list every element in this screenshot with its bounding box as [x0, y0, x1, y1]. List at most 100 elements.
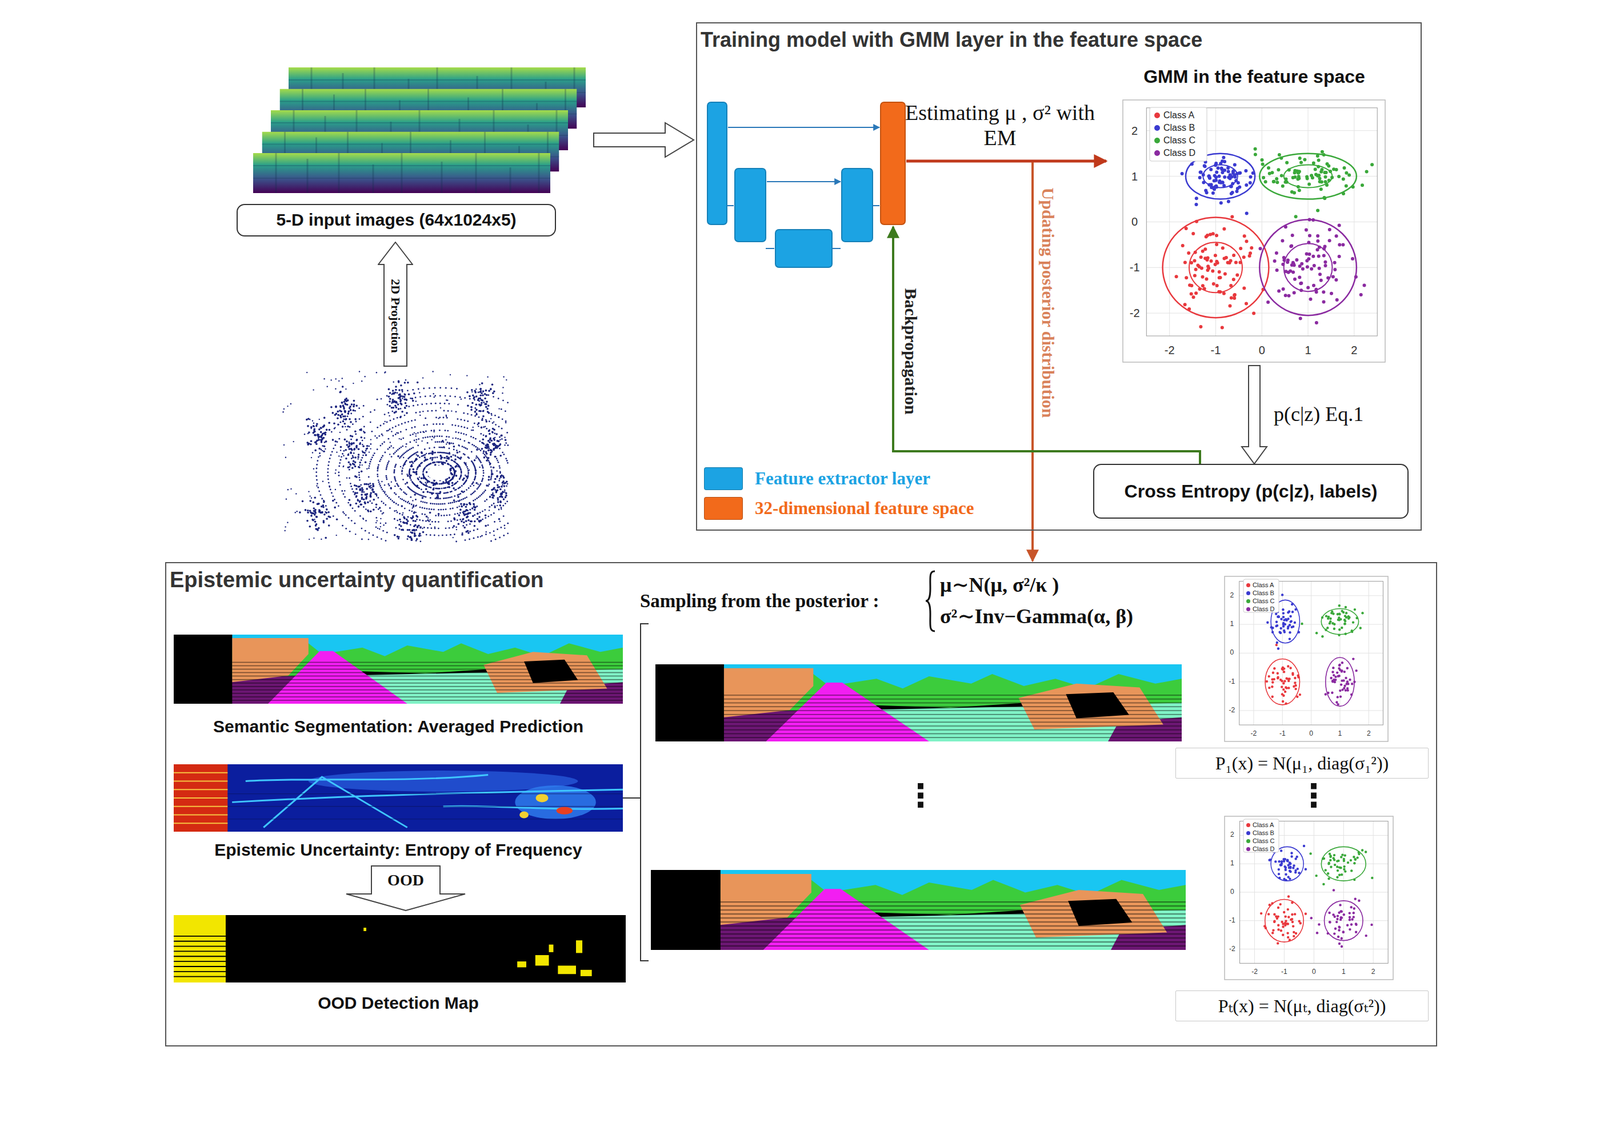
layer-link: [765, 248, 775, 250]
point: [360, 470, 363, 474]
point: [446, 441, 449, 444]
point: [315, 442, 318, 446]
point: [485, 446, 488, 450]
point: [473, 422, 476, 425]
point: [354, 433, 357, 436]
point: [401, 397, 403, 399]
point: [375, 517, 378, 519]
point: [409, 441, 412, 444]
point: [364, 437, 366, 440]
point: [484, 454, 486, 456]
point: [412, 520, 415, 523]
point: [283, 444, 285, 446]
point: [476, 518, 479, 521]
point: [445, 460, 448, 463]
point: [437, 514, 440, 517]
point: [316, 440, 319, 443]
point: [455, 410, 458, 413]
point: [498, 467, 501, 470]
point: [464, 539, 467, 542]
point: [326, 472, 329, 474]
point: [482, 467, 484, 470]
point: [345, 514, 347, 516]
point: [414, 397, 417, 399]
point: [458, 514, 461, 517]
point: [410, 461, 414, 464]
point: [354, 461, 357, 464]
point: [456, 513, 459, 515]
point: [500, 506, 503, 509]
point: [335, 413, 338, 416]
point: [501, 484, 503, 486]
point: [350, 448, 353, 451]
point: [375, 493, 378, 496]
point: [362, 416, 364, 418]
point: [447, 521, 450, 523]
point: [450, 496, 453, 499]
point: [355, 439, 358, 442]
point: [406, 538, 409, 540]
point: [498, 537, 501, 539]
point: [394, 389, 398, 392]
point: [340, 421, 342, 424]
bracket-link: [622, 797, 641, 799]
point: [386, 465, 388, 468]
point: [460, 426, 463, 428]
point: [400, 438, 403, 441]
point: [489, 496, 492, 499]
point: [465, 504, 468, 507]
point: [430, 527, 433, 530]
point: [411, 481, 414, 483]
feature-layer: [775, 229, 832, 268]
point: [499, 504, 502, 507]
point: [424, 466, 426, 469]
point: [394, 466, 396, 468]
point: [340, 459, 342, 462]
point: [487, 449, 490, 452]
point: [474, 446, 477, 448]
point: [368, 532, 371, 535]
point: [398, 448, 401, 450]
point: [490, 471, 493, 474]
point: [332, 448, 335, 450]
point: [484, 397, 487, 400]
point: [494, 478, 497, 481]
point: [497, 486, 500, 489]
point: [401, 469, 403, 472]
point: [422, 388, 425, 390]
point: [448, 527, 451, 530]
point: [493, 530, 495, 533]
point: [466, 413, 469, 415]
point: [453, 499, 456, 502]
point: [429, 502, 432, 505]
point: [463, 514, 466, 517]
point: [489, 437, 492, 440]
point: [434, 452, 436, 454]
point: [446, 463, 449, 466]
point: [478, 516, 481, 519]
point: [429, 463, 432, 466]
point: [352, 423, 354, 426]
point: [489, 449, 492, 452]
point: [308, 442, 311, 446]
point: [284, 526, 286, 528]
point: [416, 470, 418, 473]
point: [346, 444, 349, 447]
point: [422, 531, 425, 534]
point: [481, 479, 484, 482]
point: [320, 449, 323, 451]
point: [402, 478, 404, 481]
point: [457, 496, 460, 499]
point: [499, 439, 501, 441]
point: [314, 449, 317, 452]
point: [412, 400, 415, 403]
point: [391, 500, 394, 502]
point: [393, 534, 396, 537]
point: [456, 506, 459, 509]
point: [399, 400, 402, 403]
point: [474, 490, 476, 493]
point: [393, 381, 395, 383]
point: [411, 427, 414, 430]
point: [377, 467, 379, 469]
point: [341, 525, 344, 527]
